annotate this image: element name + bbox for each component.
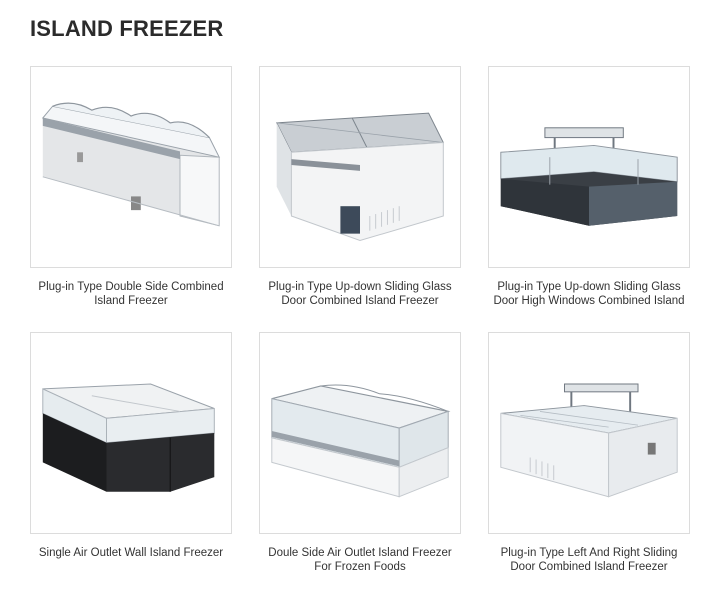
air-outlet-island-freezer-image — [271, 384, 451, 498]
product-card[interactable]: Plug-in Type Left And Right Sliding Door… — [488, 332, 690, 574]
product-image-link[interactable] — [30, 332, 232, 534]
product-card[interactable]: Plug-in Type Up-down Sliding Glass Door … — [488, 66, 690, 308]
product-card[interactable]: Plug-in Type Up-down Sliding Glass Door … — [259, 66, 461, 308]
product-title[interactable]: Single Air Outlet Wall Island Freezer — [38, 547, 224, 559]
product-image-link[interactable] — [30, 66, 232, 268]
product-card[interactable]: Plug-in Type Double Side Combined Island… — [30, 66, 232, 308]
product-card[interactable]: Single Air Outlet Wall Island Freezer — [30, 332, 232, 560]
page-title: ISLAND FREEZER — [30, 16, 224, 41]
product-title[interactable]: Doule Side Air Outlet Island Freezer For… — [268, 547, 452, 573]
left-right-sliding-island-freezer-image — [500, 383, 678, 498]
product-card[interactable]: Doule Side Air Outlet Island Freezer For… — [259, 332, 461, 574]
product-image-link[interactable] — [259, 332, 461, 534]
product-image-link[interactable] — [488, 66, 690, 268]
double-side-island-freezer-image — [41, 102, 221, 227]
product-grid: Plug-in Type Double Side Combined Island… — [30, 66, 690, 576]
product-title[interactable]: Plug-in Type Up-down Sliding Glass Door … — [268, 281, 452, 307]
product-image-link[interactable] — [488, 332, 690, 534]
product-title[interactable]: Plug-in Type Up-down Sliding Glass Door … — [493, 281, 685, 307]
high-window-island-freezer-image — [500, 127, 678, 226]
product-title[interactable]: Plug-in Type Double Side Combined Island… — [38, 281, 224, 307]
sliding-glass-island-freezer-image — [275, 112, 445, 242]
product-title[interactable]: Plug-in Type Left And Right Sliding Door… — [500, 547, 678, 573]
black-wall-island-freezer-image — [42, 383, 215, 492]
product-image-link[interactable] — [259, 66, 461, 268]
